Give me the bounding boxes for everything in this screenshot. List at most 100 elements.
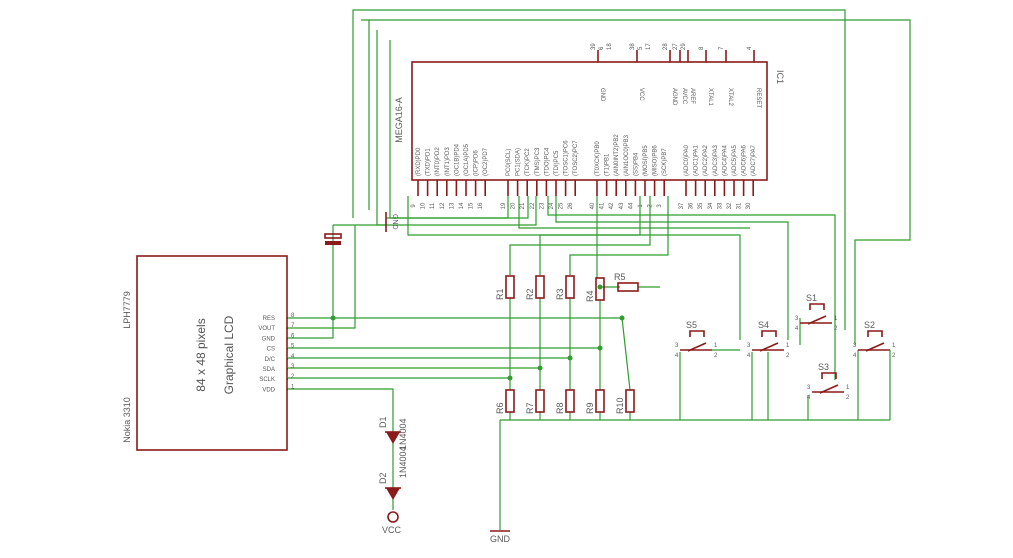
resistor-label: R5 bbox=[614, 272, 626, 282]
ic-pin-number: 22 bbox=[530, 202, 536, 209]
vcc-circle bbox=[387, 511, 399, 523]
lcd-pin-label: VOUT bbox=[258, 326, 275, 332]
ic-bottom-pins: (RXD)PD09(TXD)PD110(INT0)PD211(INT1)PD31… bbox=[411, 134, 757, 210]
lcd-model: Nokia 3310 bbox=[122, 397, 132, 443]
resistor-label: R6 bbox=[495, 402, 505, 414]
wire-pb5 bbox=[509, 196, 651, 275]
ic-pin-number: 13 bbox=[449, 202, 455, 209]
resistor-r2: R2 bbox=[525, 275, 545, 300]
ic-pin-label: (TXD)PD1 bbox=[426, 148, 432, 176]
ic-pin-number: 38 bbox=[630, 43, 636, 50]
switch-pin: 2 bbox=[834, 326, 838, 332]
switch-pin: 3 bbox=[795, 316, 799, 322]
resistor-label: R8 bbox=[555, 402, 565, 414]
wire-mid-bus bbox=[518, 196, 750, 229]
resistor-r5: R5 bbox=[614, 272, 639, 292]
ic-pin-label: AREF bbox=[689, 88, 695, 104]
ic-pin-number: 18 bbox=[607, 43, 613, 50]
resistor-label: R10 bbox=[615, 397, 625, 414]
ic-pin-number: 16 bbox=[478, 202, 484, 209]
resistor-label: R7 bbox=[525, 402, 535, 414]
lcd-pin-label: SDA bbox=[263, 367, 275, 373]
ic-pin-number: 43 bbox=[619, 202, 625, 209]
switch-pin: 1 bbox=[714, 343, 718, 349]
ic-pin-label: (TOSC1)PC6 bbox=[564, 140, 570, 176]
ic-pin-number: 17 bbox=[646, 43, 652, 50]
ic-pin-number: 15 bbox=[469, 202, 475, 209]
switch-lever bbox=[819, 384, 839, 394]
ic-pin-number: 32 bbox=[727, 202, 733, 209]
junctions bbox=[330, 284, 625, 381]
vcc-label: VCC bbox=[382, 525, 402, 535]
ic-pin-number: 20 bbox=[511, 202, 517, 209]
junction bbox=[619, 315, 625, 321]
ic-pin-number: 40 bbox=[590, 202, 596, 209]
ic-pin-label: PC1(SDA) bbox=[516, 148, 522, 176]
switch-cap bbox=[821, 372, 837, 379]
ic-pin-label: XTAL1 bbox=[707, 88, 713, 107]
diode-d2: D2 1N4004 bbox=[378, 446, 408, 500]
ic-pin-label: RESET bbox=[755, 88, 761, 108]
ic-pin-label: (ADC1)PA1 bbox=[694, 144, 700, 176]
ic-pin-number: 33 bbox=[717, 202, 723, 209]
switch-pin: 1 bbox=[846, 385, 850, 391]
ic-pin-number: 6 bbox=[599, 46, 605, 50]
resistor-r1: R1 bbox=[495, 275, 515, 300]
junction bbox=[507, 375, 513, 381]
resistor-r3: R3 bbox=[555, 275, 575, 300]
ic-pin-label: VCC bbox=[638, 88, 644, 101]
ic-pin-number: 1 bbox=[638, 204, 644, 208]
ic-pin-number: 34 bbox=[708, 202, 714, 209]
lcd-pin-number: 3 bbox=[291, 364, 295, 370]
switch-cap bbox=[761, 330, 777, 337]
resistor-label: R4 bbox=[585, 290, 595, 302]
vcc-symbol: VCC bbox=[382, 511, 402, 535]
ic-pin-number: 25 bbox=[559, 202, 565, 209]
switch-pin: 2 bbox=[892, 353, 896, 359]
ic-pin-number: 28 bbox=[663, 43, 669, 50]
ic-pin-label: (T0XCK)PB0 bbox=[595, 141, 601, 176]
ic-pin-label: (OC1B)PD4 bbox=[454, 143, 460, 176]
switch-label: S4 bbox=[758, 320, 769, 330]
lcd-ref: LPH7779 bbox=[122, 291, 132, 329]
lcd-pin-label: RES bbox=[263, 316, 275, 322]
lcd-pin-number: 6 bbox=[291, 333, 295, 339]
ic-pin-label: (ADC2)PA2 bbox=[703, 144, 709, 176]
gnd-symbol: GND bbox=[490, 530, 511, 544]
wire-pc-bus bbox=[555, 196, 789, 340]
lcd-module: LPH7779 Nokia 3310 84 x 48 pixels Graphi… bbox=[122, 255, 295, 451]
ic-pin-number: 31 bbox=[737, 202, 743, 209]
ic-pin-number: 19 bbox=[501, 202, 507, 209]
ic-pin-label: XTAL2 bbox=[727, 88, 733, 107]
ic-pin-number: 5 bbox=[638, 46, 644, 50]
ic-pin-number: 11 bbox=[430, 202, 436, 209]
switch-cap bbox=[809, 303, 825, 310]
lcd-line1: 84 x 48 pixels bbox=[194, 318, 208, 391]
wire-s1-top bbox=[352, 9, 846, 330]
switch-cap bbox=[867, 330, 883, 337]
diode-d2-value: 1N4004 bbox=[398, 446, 408, 478]
ic-pin-label: AGND bbox=[671, 88, 677, 106]
diode-d2-ref: D2 bbox=[378, 472, 388, 484]
ic-pin-label: AVCC bbox=[681, 88, 687, 105]
ic-pin-number: 7 bbox=[719, 46, 725, 50]
ic-pin-label: (INT1)PD3 bbox=[445, 147, 451, 176]
switch-label: S1 bbox=[806, 293, 817, 303]
lcd-pin-number: 5 bbox=[291, 344, 295, 350]
ic-pin-label: GND bbox=[599, 88, 605, 102]
wire-lcd-vout bbox=[288, 225, 356, 329]
junction bbox=[597, 284, 603, 290]
lcd-pin-label: D/C bbox=[265, 357, 276, 363]
switch-pin: 4 bbox=[795, 326, 799, 332]
lcd-pin-label: SCLK bbox=[259, 377, 275, 383]
ic-pin-number: 30 bbox=[746, 202, 752, 209]
ic-pin-label: (ADC3)PA3 bbox=[713, 144, 719, 176]
